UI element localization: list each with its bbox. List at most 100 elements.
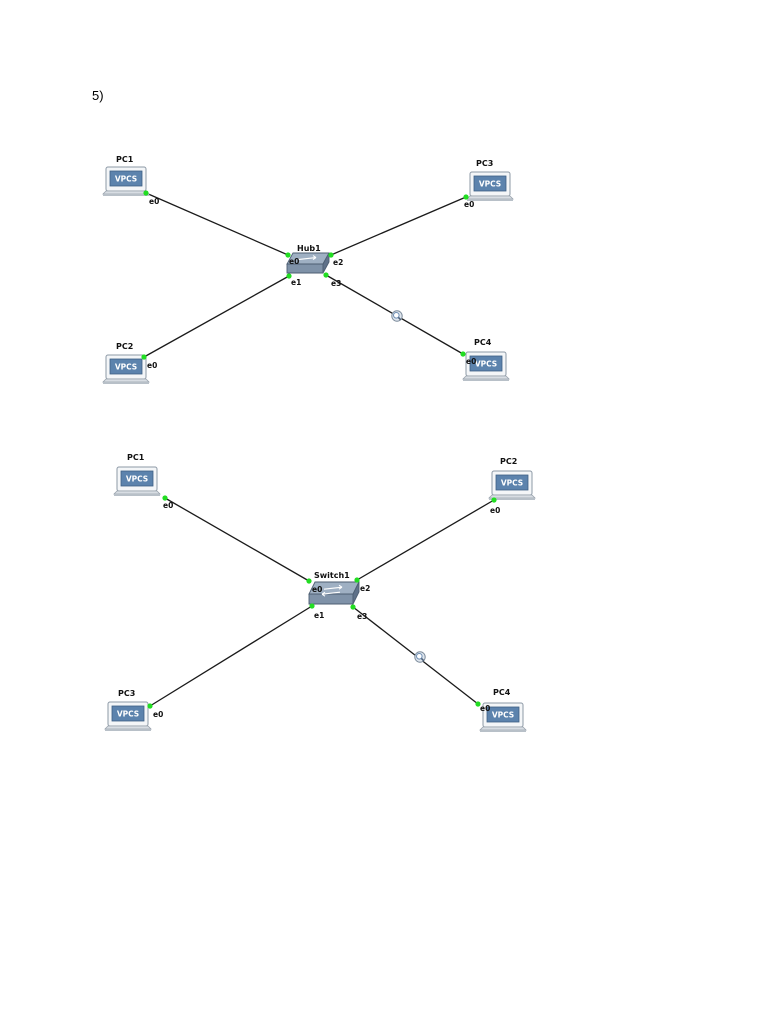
arrow-icon: [297, 257, 317, 261]
laptop-base-edge: [489, 498, 535, 500]
laptop-screen: [486, 706, 520, 723]
link-pc2[interactable]: [143, 275, 290, 358]
pc-label: PC1: [116, 155, 134, 164]
central-port-label: e0: [289, 257, 299, 266]
central-port-label: e2: [333, 258, 343, 267]
pc-label: PC2: [116, 342, 133, 351]
topology-diagram-2: Switch1VPCSPC1e0e0VPCSPC3e0e1VPCSPC2e0e2…: [104, 453, 536, 732]
pc-node-pc3[interactable]: VPCS: [466, 171, 514, 201]
pc-node-pc4[interactable]: VPCS: [462, 351, 510, 381]
link-pc3[interactable]: [330, 196, 467, 256]
link-pc1[interactable]: [164, 497, 310, 582]
port-status-dot: [475, 701, 481, 707]
laptop-base: [462, 375, 510, 380]
pc-label: PC1: [127, 453, 145, 462]
vpcs-label: VPCS: [117, 710, 139, 719]
pc-label: PC4: [474, 338, 492, 347]
pc-node-pc1[interactable]: VPCS: [102, 166, 150, 196]
capture-handle: [420, 657, 425, 662]
central-port-label: e0: [312, 585, 322, 594]
pc-port-label: e0: [147, 361, 157, 370]
device-front-face: [308, 593, 354, 605]
pc-port-label: e0: [464, 200, 474, 209]
question-number: 5): [92, 88, 104, 103]
capture-handle: [397, 316, 402, 321]
laptop-base-edge: [105, 729, 151, 731]
link-pc2[interactable]: [356, 499, 495, 581]
port-status-dot: [328, 252, 334, 258]
laptop-base-edge: [114, 494, 160, 496]
link-pc1[interactable]: [145, 192, 289, 256]
pc-port-label: e0: [480, 704, 490, 713]
laptop-base-edge: [103, 194, 149, 196]
laptop-base: [104, 725, 152, 730]
device-side-face: [352, 581, 360, 605]
port-status-dot: [460, 351, 466, 357]
laptop-base: [479, 726, 527, 731]
port-status-dot: [286, 273, 292, 279]
port-status-dot: [285, 252, 291, 258]
port-status-dot: [323, 272, 329, 278]
pc-label: PC2: [500, 457, 517, 466]
pc-node-pc3[interactable]: VPCS: [104, 701, 152, 731]
laptop-base: [102, 378, 150, 383]
pc-port-label: e0: [490, 506, 500, 515]
pc-label: PC3: [476, 159, 493, 168]
laptop-screen: [469, 355, 503, 372]
pc-node-pc2[interactable]: VPCS: [488, 470, 536, 500]
capture-glass: [416, 653, 423, 660]
pc-port-label: e0: [153, 710, 163, 719]
laptop-screen: [120, 470, 154, 487]
port-status-dot: [306, 578, 312, 584]
link-pc3[interactable]: [149, 605, 313, 707]
laptop-screen: [109, 358, 143, 375]
pc-node-pc1[interactable]: VPCS: [113, 466, 161, 496]
vpcs-label: VPCS: [126, 475, 148, 484]
port-status-dot: [463, 194, 469, 200]
laptop-base-edge: [463, 379, 509, 381]
switch-label: Switch1: [314, 571, 350, 580]
switch-device[interactable]: [308, 581, 360, 605]
central-port-label: e3: [331, 279, 341, 288]
vpcs-label: VPCS: [501, 479, 523, 488]
laptop-screen: [473, 175, 507, 192]
vpcs-label: VPCS: [475, 360, 497, 369]
device-side-face: [322, 252, 330, 274]
laptop-screen: [111, 705, 145, 722]
arrow-icon: [321, 591, 341, 595]
vpcs-label: VPCS: [115, 175, 137, 184]
arrow-head-icon: [338, 584, 343, 590]
laptop-base: [488, 494, 536, 499]
port-status-dot: [162, 495, 168, 501]
laptop-base: [113, 490, 161, 495]
laptop-base-edge: [480, 730, 526, 732]
port-status-dot: [309, 603, 315, 609]
arrow-head-icon: [321, 591, 326, 597]
central-port-label: e3: [357, 612, 367, 621]
port-status-dot: [350, 604, 356, 610]
laptop-screen: [109, 170, 143, 187]
laptop-base-edge: [467, 199, 513, 201]
central-port-label: e1: [291, 278, 301, 287]
packet-capture-icon[interactable]: [414, 651, 426, 663]
topology-diagram-1: Hub1VPCSPC1e0e0VPCSPC2e0e1VPCSPC3e0e2VPC…: [102, 155, 514, 384]
pc-node-pc2[interactable]: VPCS: [102, 354, 150, 384]
pc-port-label: e0: [466, 357, 476, 366]
vpcs-label: VPCS: [115, 363, 137, 372]
port-status-dot: [147, 703, 153, 709]
pc-port-label: e0: [149, 197, 159, 206]
vpcs-label: VPCS: [492, 711, 514, 720]
central-port-label: e1: [314, 611, 324, 620]
laptop-base: [102, 190, 150, 195]
laptop-base: [466, 195, 514, 200]
pc-node-pc4[interactable]: VPCS: [479, 702, 527, 732]
arrow-head-icon: [312, 255, 317, 261]
port-status-dot: [491, 497, 497, 503]
hub-label: Hub1: [297, 244, 321, 253]
capture-glass: [393, 312, 400, 319]
laptop-base-edge: [103, 382, 149, 384]
packet-capture-icon[interactable]: [391, 310, 403, 322]
hub-device[interactable]: [286, 252, 330, 274]
port-status-dot: [141, 354, 147, 360]
